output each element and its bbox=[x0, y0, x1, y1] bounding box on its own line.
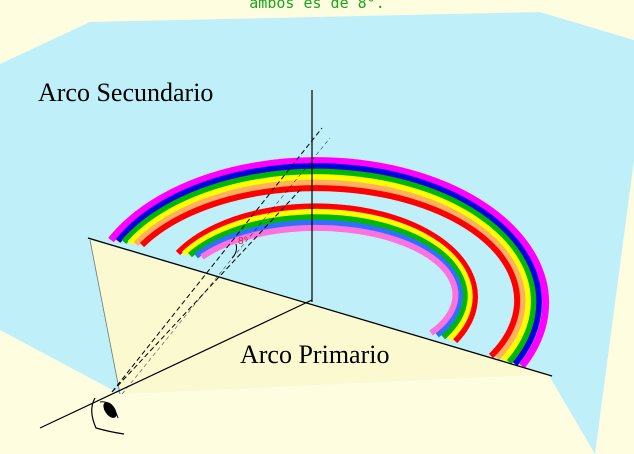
secondary-rainbow bbox=[108, 157, 550, 369]
primary-rainbow bbox=[175, 203, 478, 344]
secondary-band-green bbox=[121, 168, 537, 364]
primary-band-pink bbox=[200, 224, 459, 336]
sight-line-secondary bbox=[111, 127, 323, 393]
sight-line-secondary-b bbox=[121, 137, 331, 395]
primary-band-green bbox=[188, 214, 468, 340]
secondary-band-red bbox=[139, 185, 521, 359]
ground-left-edge bbox=[89, 239, 121, 395]
primary-band-blue bbox=[194, 219, 463, 338]
angle-label: 8° bbox=[238, 236, 248, 247]
primary-band-red bbox=[175, 203, 478, 344]
secondary-band-yellow bbox=[127, 174, 531, 363]
angle-arc bbox=[231, 243, 237, 259]
primary-band-yellow bbox=[181, 208, 473, 342]
ground-plane-lower bbox=[0, 330, 595, 454]
caption-text: ambos es de 8°. bbox=[249, 0, 385, 12]
secondary-band-magenta bbox=[108, 157, 550, 369]
horizon-line bbox=[87, 237, 553, 377]
primary-arc-label: Arco Primario bbox=[240, 340, 390, 369]
eye-to-center-line bbox=[39, 299, 313, 429]
ground-plane bbox=[90, 240, 548, 394]
secondary-band-orange bbox=[133, 179, 526, 361]
sight-line-primary bbox=[111, 189, 301, 393]
secondary-arc-label: Arco Secundario bbox=[38, 78, 214, 107]
eye-icon bbox=[91, 397, 125, 435]
secondary-band-blue bbox=[115, 163, 542, 366]
